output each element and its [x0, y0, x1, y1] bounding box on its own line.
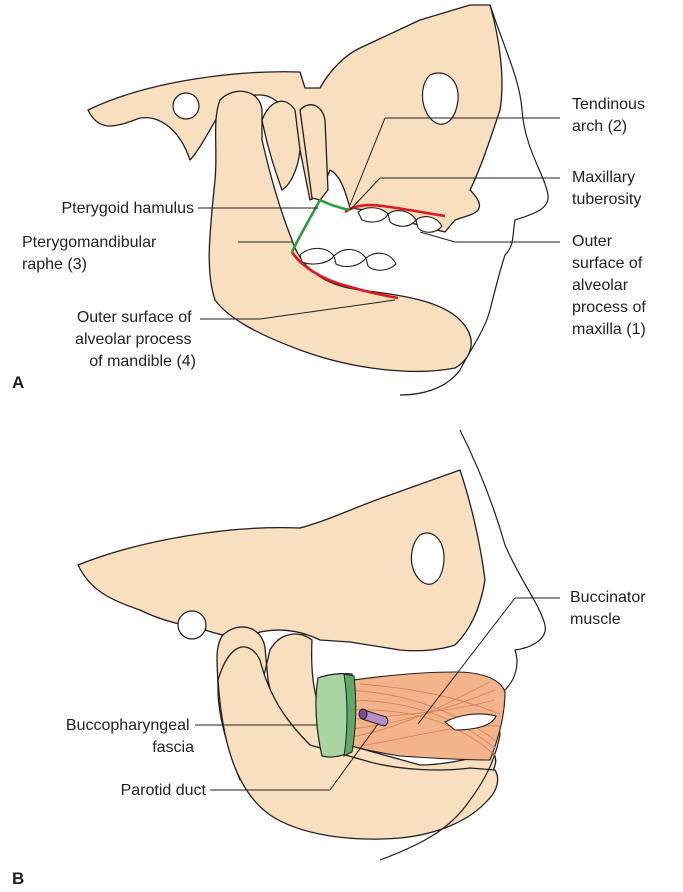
- panel-a-ear-canal: [173, 93, 199, 119]
- label-buccinator-muscle: Buccinator muscle: [570, 589, 650, 628]
- panel-b-ear-canal: [178, 611, 206, 639]
- label-buccopharyngeal-fascia: Buccopharyngeal fascia: [66, 717, 194, 756]
- panel-letter-b: B: [12, 869, 24, 888]
- panel-b-orbit: [411, 533, 444, 584]
- label-parotid-duct: Parotid duct: [121, 782, 207, 799]
- label-tendinous-arch: Tendinous arch (2): [572, 96, 649, 135]
- panel-letter-a: A: [12, 373, 24, 392]
- label-outer-surface-mandible: Outer surface of alveolar process of man…: [75, 309, 196, 370]
- label-maxillary-tuberosity: Maxillary tuberosity: [572, 169, 641, 208]
- label-pterygoid-hamulus: Pterygoid hamulus: [61, 200, 194, 217]
- label-outer-surface-maxilla: Outer surface of alveolar process of max…: [572, 233, 650, 338]
- panel-a-lower-teeth: [300, 248, 396, 270]
- label-pterygomandibular-raphe: Pterygomandibular raphe (3): [22, 234, 161, 273]
